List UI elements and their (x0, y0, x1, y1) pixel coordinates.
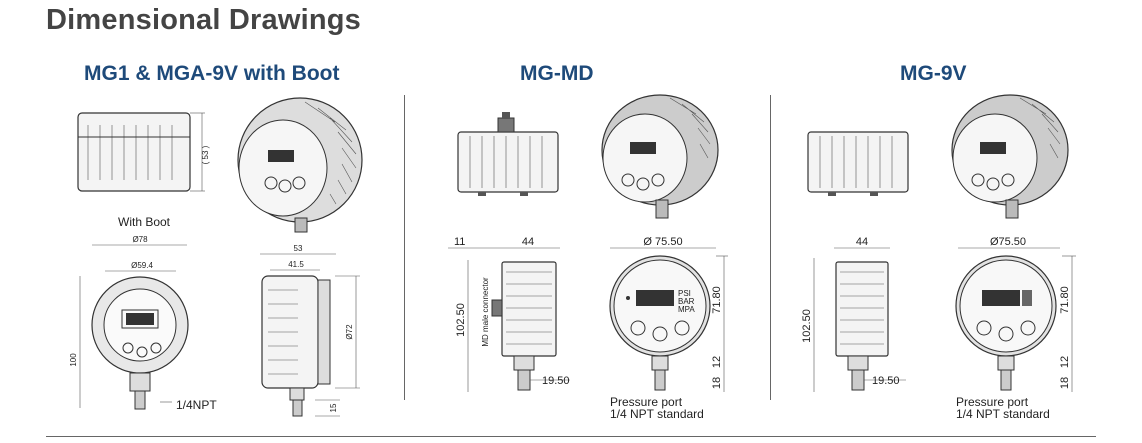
connector-label: MD male connector (481, 277, 490, 347)
dim-h102-md: 102.50 (455, 303, 467, 337)
dim-height-53: ( 53 ) (201, 145, 210, 164)
dim-w11: 11 (454, 236, 465, 248)
boot-side-section: 53 41.5 Ø72 15 (260, 244, 360, 417)
mg-md-side-section: 11 44 102.50 MD male connector 19.50 (448, 236, 570, 392)
column-divider (770, 95, 771, 400)
dim-h12-md: 12 (711, 356, 723, 368)
dim-w41: 41.5 (288, 260, 304, 269)
port-label-1: 1/4NPT (176, 398, 217, 412)
mg-md-side-view (457, 112, 559, 196)
section-title-mg-9v: MG-9V (900, 62, 967, 85)
dim-d59: Ø59.4 (131, 261, 153, 270)
column-divider (404, 95, 405, 400)
dim-w44-md: 44 (522, 236, 534, 248)
port-line1-9v: Pressure port (956, 395, 1029, 409)
dim-h15: 15 (329, 403, 338, 412)
dim-h18-md: 18 (711, 377, 723, 389)
unit-mpa: MPA (678, 305, 695, 314)
unit-psi: PSI (678, 289, 691, 298)
dim-w19-9v: 19.50 (872, 375, 900, 387)
unit-bar: BAR (678, 297, 695, 306)
port-line1-md: Pressure port (610, 395, 683, 409)
dim-h102-9v: 102.50 (801, 309, 813, 343)
mg-9v-side-section: 44 102.50 19.50 (801, 236, 906, 392)
mg-md-3d-view (601, 94, 719, 219)
dim-d75-md: Ø 75.50 (643, 236, 682, 248)
with-boot-label: With Boot (118, 215, 171, 229)
section-title-mg-md: MG-MD (520, 62, 594, 85)
mg-9v-front-view: Ø75.50 71.80 12 18 (955, 236, 1076, 392)
mg-9v-side-view (807, 131, 909, 196)
dim-h71-md: 71.80 (711, 286, 723, 314)
port-line2-md: 1/4 NPT standard (610, 407, 704, 421)
dim-h71-9v: 71.80 (1059, 286, 1071, 314)
dim-h100: 100 (69, 353, 78, 367)
dim-h12-9v: 12 (1059, 356, 1071, 368)
dim-h18-9v: 18 (1059, 377, 1071, 389)
dim-d72: Ø72 (345, 324, 354, 340)
dim-w19-md: 19.50 (542, 375, 570, 387)
mg-md-front-view: Ø 75.50 PSI BAR MPA 71.80 12 18 (609, 236, 728, 392)
boot-3d-view (237, 97, 363, 233)
dim-w53: 53 (294, 244, 303, 253)
dim-d75-9v: Ø75.50 (990, 236, 1026, 248)
dim-w44-9v: 44 (856, 236, 868, 248)
port-line2-9v: 1/4 NPT standard (956, 407, 1050, 421)
boot-side-view: ( 53 ) (77, 112, 210, 192)
section-title-mg1: MG1 & MGA-9V with Boot (84, 62, 340, 85)
bottom-rule (46, 436, 1096, 437)
dim-d78: Ø78 (132, 235, 148, 244)
boot-front-view: Ø78 Ø59.4 100 (69, 235, 189, 410)
mg-9v-3d-view (951, 94, 1069, 219)
page-title: Dimensional Drawings (46, 4, 362, 36)
